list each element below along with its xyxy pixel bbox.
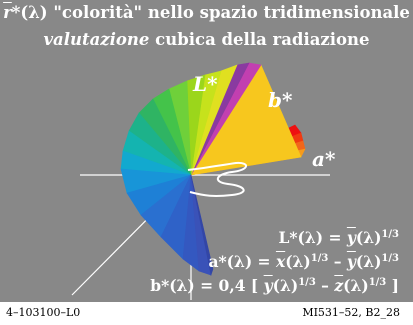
r-bar-symbol: r xyxy=(3,3,12,22)
footer-left: 4–103100–L0 xyxy=(6,306,81,319)
spectral-wedge xyxy=(190,174,214,277)
title-line-2-text: cubica della radiazione xyxy=(149,30,370,49)
spectral-cone xyxy=(120,62,306,277)
spectral-curve xyxy=(187,161,247,197)
b-axis-label: b* xyxy=(268,88,293,112)
title-line-2: valutazione cubica della radiazione xyxy=(0,30,413,49)
title-line-1-text: *(λ) "colorità" nello spazio tridimensio… xyxy=(11,3,410,22)
l-axis-label: L* xyxy=(193,72,218,96)
a-axis-label: a* xyxy=(312,147,336,171)
formula-l: L*(λ) = y(λ)1/3 xyxy=(278,228,399,247)
title-italic-word: valutazione xyxy=(43,30,150,49)
title-line-1: r*(λ) "colorità" nello spazio tridimensi… xyxy=(0,3,413,22)
formula-b: b*(λ) = 0,4 [ y(λ)1/3 – z(λ)1/3 ] xyxy=(150,276,399,295)
color-space-diagram xyxy=(71,62,330,300)
footer-right: MI531–52, B2_28 xyxy=(302,306,400,319)
formula-a: a*(λ) = x(λ)1/3 – y(λ)1/3 xyxy=(208,252,399,271)
figure-panel: r*(λ) "colorità" nello spazio tridimensi… xyxy=(0,0,413,302)
